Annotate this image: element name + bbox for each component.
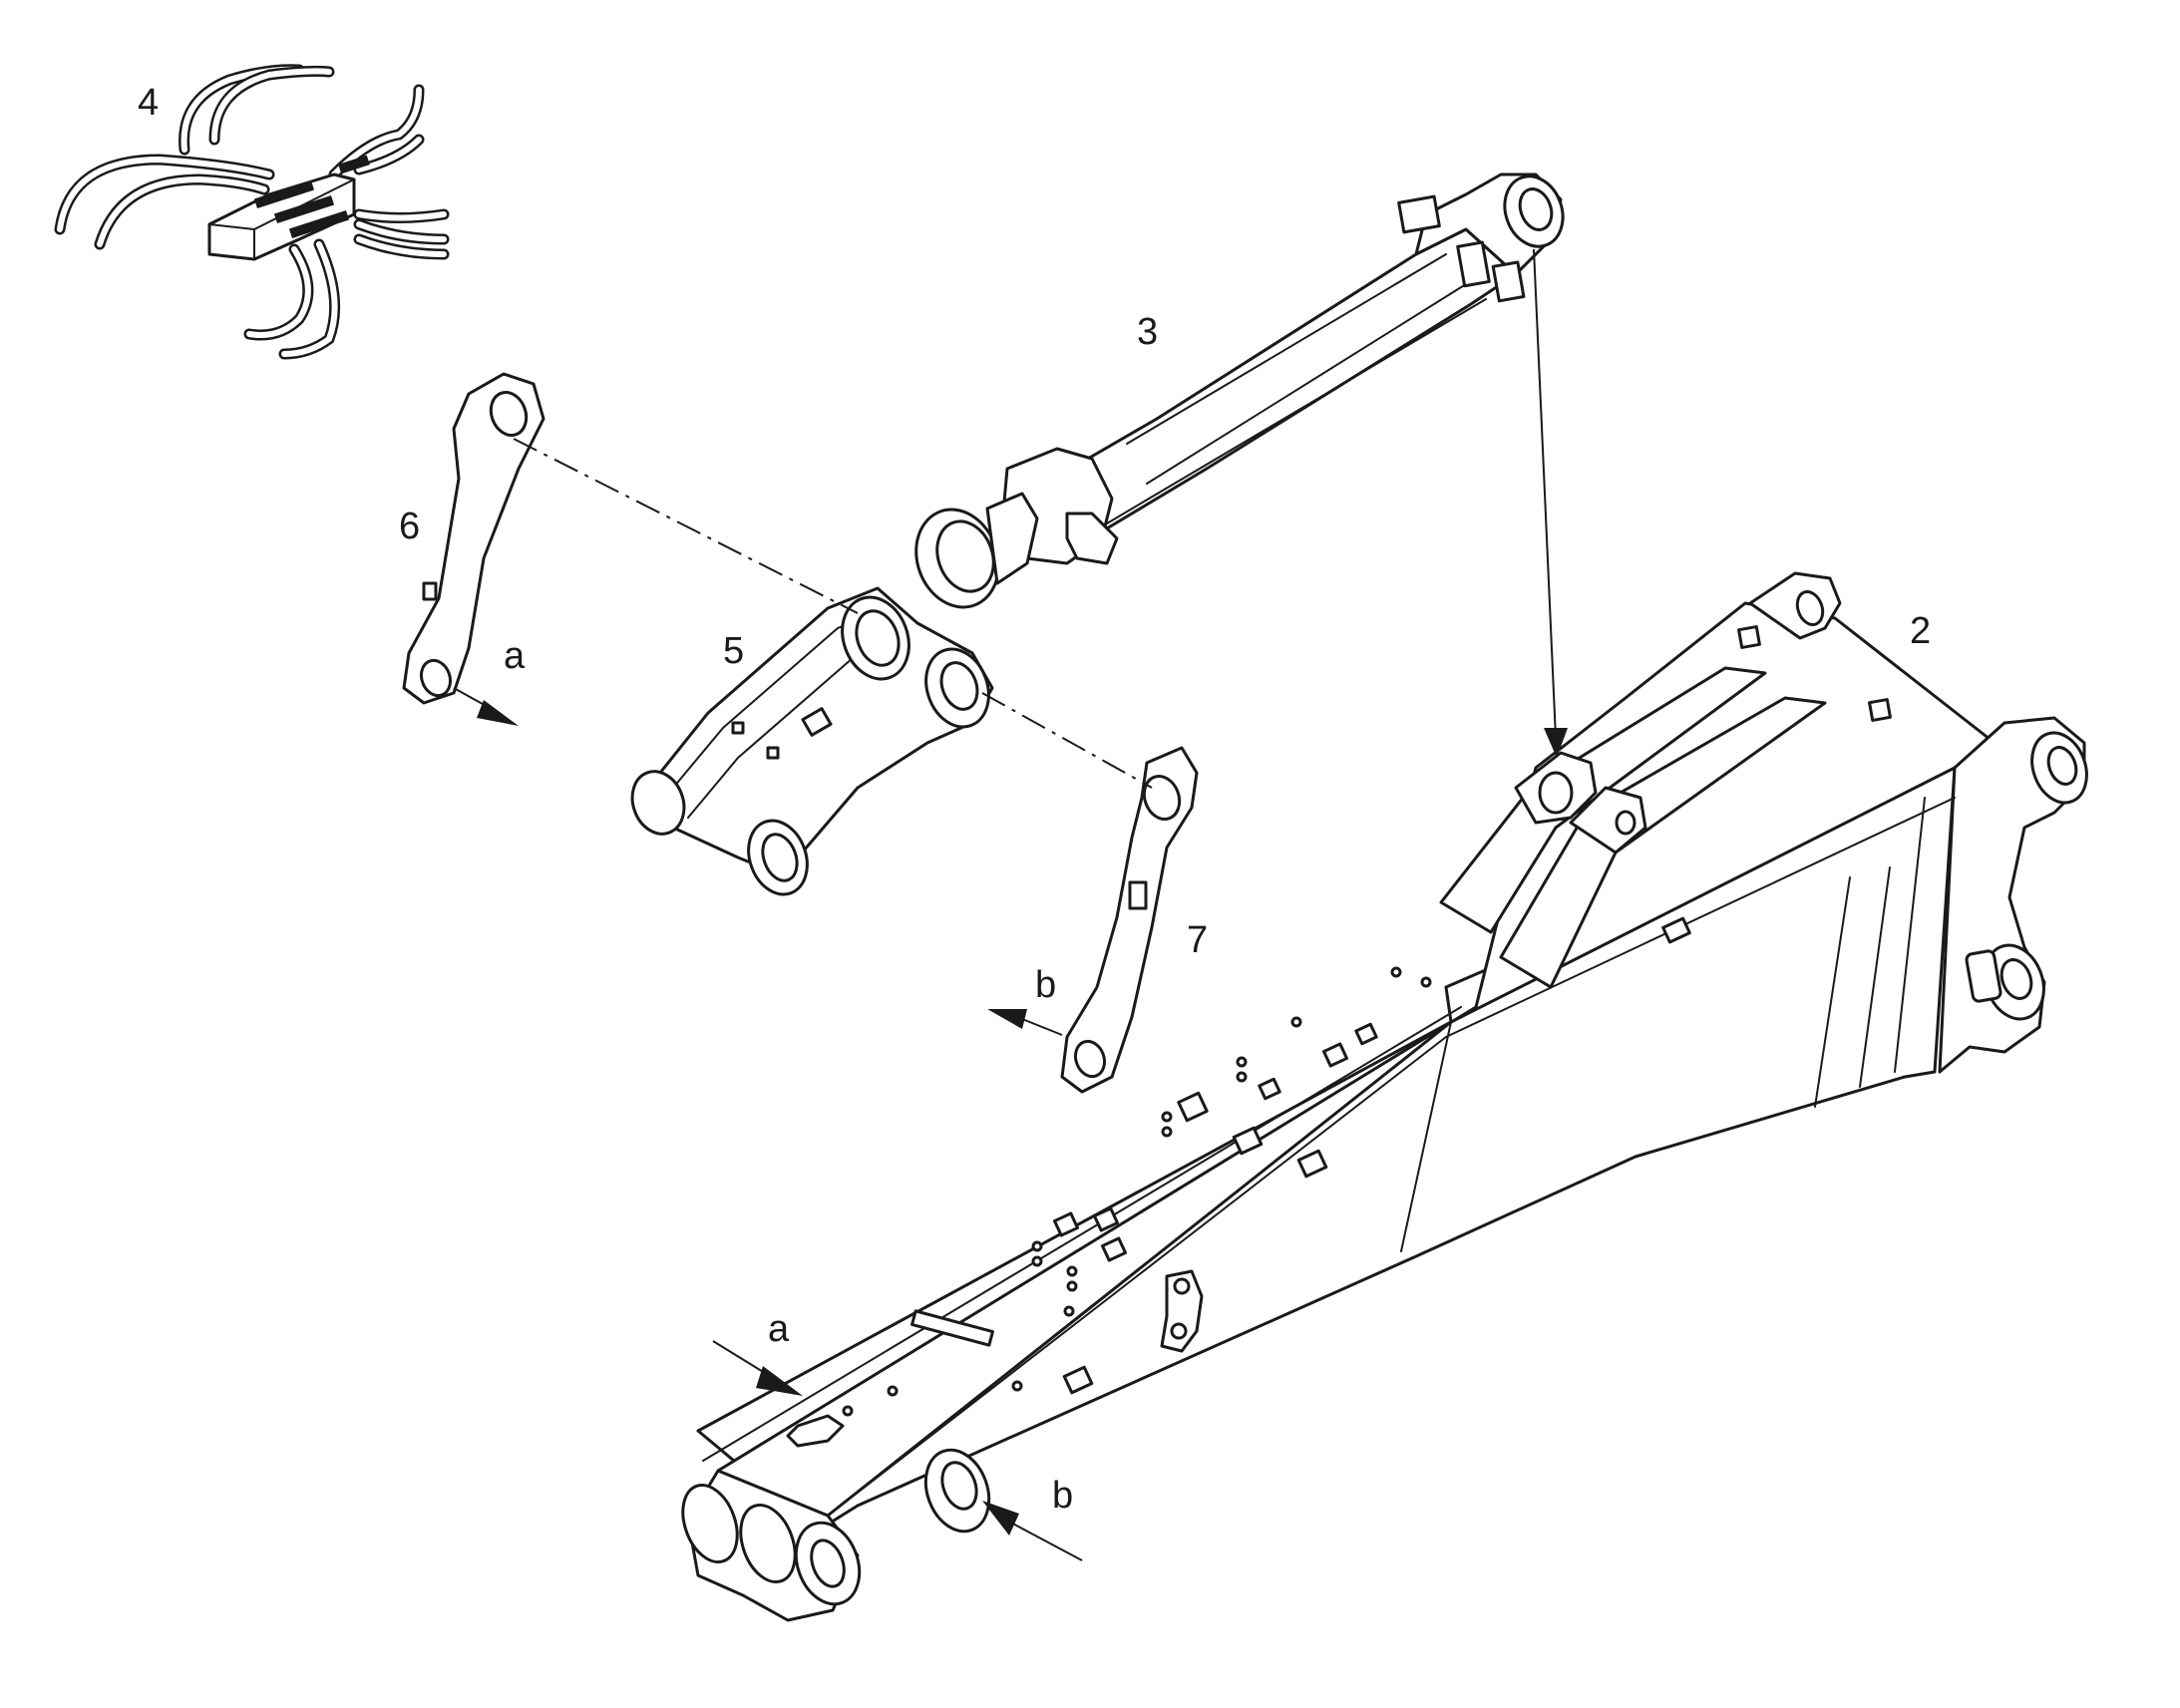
marker-a-top: a	[504, 635, 526, 677]
callout-link-left: 6	[399, 506, 420, 547]
boom-assembly	[681, 571, 2088, 1622]
callout-link-right: 7	[1187, 919, 1208, 961]
boom-cylinder-brackets	[1439, 666, 1827, 989]
callout-pivot-bracket: 5	[723, 630, 744, 672]
callout-boom: 2	[1910, 610, 1931, 652]
callout-hose-block: 4	[138, 82, 159, 124]
hose-distribution-block	[54, 64, 450, 360]
boom-front-lug	[681, 1469, 862, 1622]
assembly-lines	[513, 248, 1568, 789]
cylinder-tube	[1060, 227, 1518, 530]
boom-side-boss	[923, 1448, 991, 1534]
boom-flange-edge	[702, 1006, 1462, 1517]
boom-panel-lines	[1400, 797, 1956, 1252]
marker-b-bottom: b	[1052, 1475, 1073, 1517]
assembly-arrowhead	[1544, 728, 1568, 758]
pivot-bracket	[630, 586, 994, 896]
direction-markers	[453, 687, 1083, 1561]
callout-cylinder: 3	[1137, 311, 1158, 353]
marker-b-top: b	[1035, 964, 1056, 1006]
boom-rear-lugs	[1748, 571, 2088, 1074]
boom-fittings	[786, 625, 1892, 1448]
link-right	[1060, 746, 1199, 1094]
link-left	[402, 372, 545, 705]
marker-a-bottom: a	[768, 1308, 790, 1350]
hydraulic-cylinder	[914, 172, 1565, 609]
